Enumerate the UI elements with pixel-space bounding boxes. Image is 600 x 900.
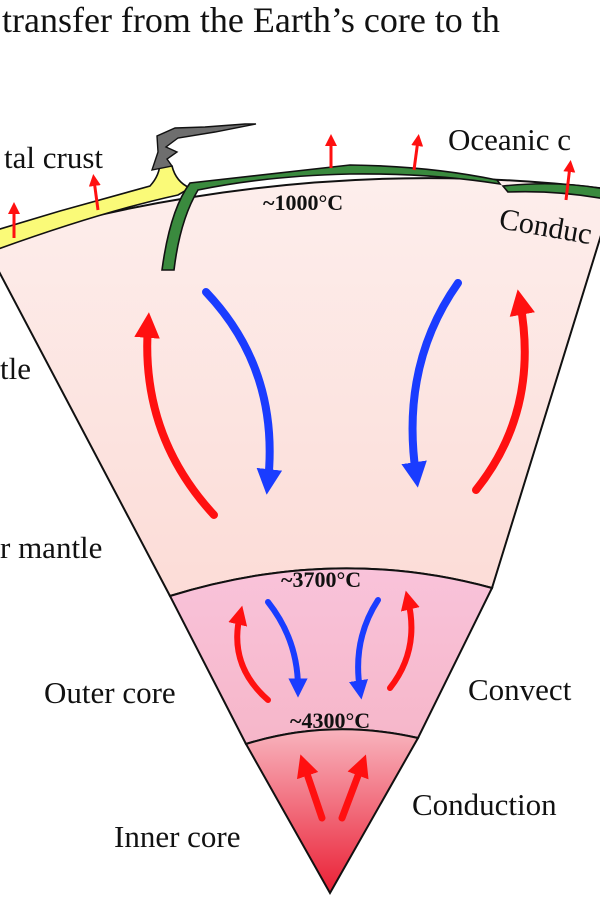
mantle-convection-arrows — [134, 279, 535, 519]
crust-arrow — [563, 160, 576, 201]
continental-crust-label: tal crust — [4, 140, 103, 175]
inner-core-layer — [244, 728, 420, 896]
lower-mantle-label: r mantle — [0, 530, 102, 565]
mantle-rising-arrow-right — [472, 289, 535, 494]
crust-arrow — [88, 174, 101, 211]
mountain-range — [150, 123, 257, 171]
core-rising-arrow-right — [387, 590, 420, 691]
core-sinking-arrow-left — [265, 599, 308, 698]
inner-core-boundary-temperature: ~4300°C — [290, 708, 370, 733]
diagram-title: transfer from the Earth’s core to th — [2, 0, 500, 40]
mantle-sinking-arrow-right — [401, 279, 462, 488]
inner-core-label: Inner core — [114, 819, 241, 854]
mantle-rising-arrow-left — [134, 312, 218, 519]
oceanic-crust-plate-right — [501, 182, 600, 199]
core-sinking-arrow-right — [349, 597, 381, 700]
inner-core-conduction-arrows — [296, 754, 369, 822]
core-rising-arrow-left — [228, 605, 271, 703]
continental-crust — [0, 160, 192, 250]
conduction-core-label: Conduction — [412, 787, 557, 822]
mantle-label: tle — [0, 351, 31, 386]
oceanic-crust-plate-left — [161, 164, 502, 271]
mantle-sinking-arrow-left — [202, 288, 283, 495]
outer-core-convection-arrows — [228, 590, 420, 703]
oceanic-crust-label: Oceanic c — [448, 122, 571, 157]
crust-arrow — [411, 134, 424, 171]
crust-temperature: ~1000°C — [263, 190, 343, 215]
convection-label: Convect — [468, 672, 572, 707]
inner-core-arrow-left — [296, 754, 326, 822]
inner-core-arrow-right — [338, 754, 369, 822]
crust-conduction-arrows — [8, 134, 576, 238]
mantle-core-boundary-temperature: ~3700°C — [281, 567, 361, 592]
outer-core-label: Outer core — [44, 675, 176, 710]
